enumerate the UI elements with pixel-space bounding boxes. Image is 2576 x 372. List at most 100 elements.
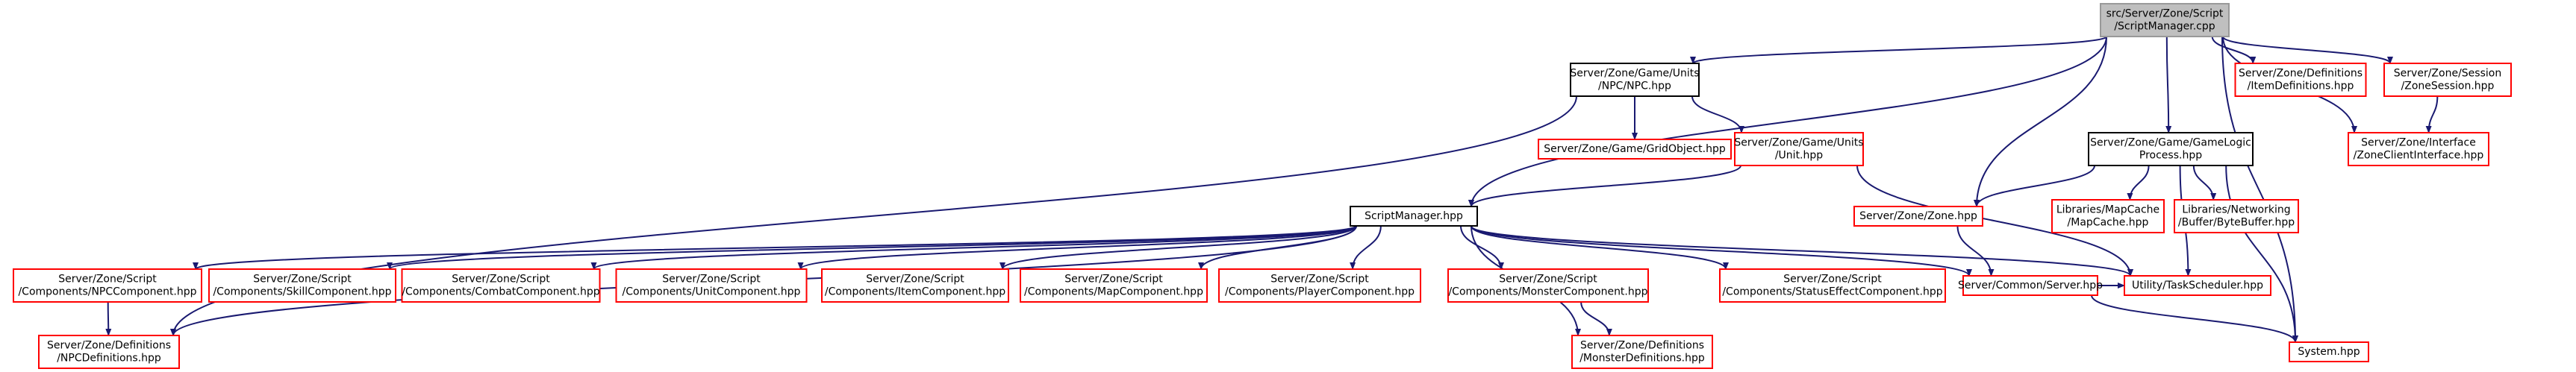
node-box-skill_component (208, 268, 396, 303)
node-box-unit_hpp (1734, 132, 1864, 166)
node-label-bytebuffer-line-2: /Buffer/ByteBuffer.hpp (2178, 217, 2295, 229)
edge-root-to-zone_hpp (1974, 36, 2107, 207)
node-label-npc_defs-line-1: Server/Zone/Definitions (47, 340, 171, 352)
node-combat_component[interactable]: Server/Zone/Script/Components/CombatComp… (401, 268, 601, 303)
node-label-item_defs-line-2: /ItemDefinitions.hpp (2248, 81, 2354, 92)
node-unit_hpp[interactable]: Server/Zone/Game/Units/Unit.hpp (1734, 132, 1864, 166)
node-label-root-line-1: src/Server/Zone/Script (2106, 8, 2224, 20)
node-label-zone_client_iface-line-1: Server/Zone/Interface (2361, 137, 2476, 149)
edge-script_manager_hpp-to-player_component (1350, 225, 1382, 270)
node-label-player_component-line-2: /Components/PlayerComponent.hpp (1225, 286, 1415, 298)
node-box-mapcache (2051, 199, 2165, 233)
node-box-monster_component (1447, 268, 1649, 303)
node-label-monster_defs-line-2: /MonsterDefinitions.hpp (1579, 353, 1705, 365)
node-box-item_defs (2234, 63, 2367, 97)
node-box-npc_component (13, 268, 202, 303)
node-monster_component[interactable]: Server/Zone/Script/Components/MonsterCom… (1447, 268, 1649, 303)
edge-gamelogic_process-to-system_hpp (2225, 165, 2298, 343)
node-box-monster_defs (1571, 335, 1713, 369)
node-label-zone_hpp-line-1: Server/Zone/Zone.hpp (1859, 210, 1977, 222)
node-box-script_manager_hpp (1350, 206, 1478, 227)
node-label-npc_component-line-1: Server/Zone/Script (58, 274, 157, 286)
edge-script_manager_hpp-to-skill_component (387, 225, 1357, 270)
node-monster_defs[interactable]: Server/Zone/Definitions/MonsterDefinitio… (1571, 335, 1713, 369)
node-box-npc_defs (38, 335, 180, 369)
node-label-zone_session-line-1: Server/Zone/Session (2394, 68, 2501, 80)
node-label-map_component-line-2: /Components/MapComponent.hpp (1024, 286, 1203, 298)
edge-script_manager_hpp-to-npc_component (193, 225, 1357, 270)
edge-npc_component-to-npc_defs (105, 301, 112, 336)
edge-script_manager_hpp-to-unit_component (797, 225, 1357, 270)
node-npc_defs[interactable]: Server/Zone/Definitions/NPCDefinitions.h… (38, 335, 180, 369)
node-label-monster_component-line-1: Server/Zone/Script (1499, 274, 1597, 286)
node-item_defs[interactable]: Server/Zone/Definitions/ItemDefinitions.… (2234, 63, 2367, 97)
node-label-player_component-line-1: Server/Zone/Script (1270, 274, 1369, 286)
node-label-script_manager_hpp-line-1: ScriptManager.hpp (1365, 210, 1463, 222)
node-box-npc_hpp (1570, 63, 1700, 97)
edge-monster_component-to-monster_defs (1580, 301, 1612, 336)
node-map_component[interactable]: Server/Zone/Script/Components/MapCompone… (1020, 268, 1208, 303)
node-script_manager_hpp[interactable]: ScriptManager.hpp (1350, 206, 1478, 227)
node-label-system_hpp-line-1: System.hpp (2298, 346, 2360, 358)
node-system_hpp[interactable]: System.hpp (2289, 341, 2369, 362)
node-label-skill_component-line-1: Server/Zone/Script (253, 274, 352, 286)
node-label-zone_client_iface-line-2: /ZoneClientInterface.hpp (2354, 150, 2484, 162)
node-box-map_component (1020, 268, 1208, 303)
node-label-item_component-line-2: /Components/ItemComponent.hpp (825, 286, 1005, 298)
node-common_server[interactable]: Server/Common/Server.hpp (1958, 275, 2103, 296)
edge-script_manager_hpp-to-monster_component (1460, 225, 1504, 270)
edge-common_server-to-system_hpp (2091, 294, 2298, 343)
node-box-system_hpp (2289, 341, 2369, 362)
edge-root-to-npc_hpp (1690, 36, 2107, 64)
node-mapcache[interactable]: Libraries/MapCache/MapCache.hpp (2051, 199, 2165, 233)
node-label-item_component-line-1: Server/Zone/Script (866, 274, 964, 286)
node-label-mapcache-line-2: /MapCache.hpp (2068, 217, 2149, 229)
node-label-status_effect_component-line-2: /Components/StatusEffectComponent.hpp (1722, 286, 1942, 298)
node-box-root (2100, 3, 2230, 37)
edge-zone_session-to-zone_client_iface (2425, 95, 2439, 133)
node-bytebuffer[interactable]: Libraries/Networking/Buffer/ByteBuffer.h… (2174, 199, 2299, 233)
edge-root-to-item_defs (2211, 36, 2257, 64)
node-npc_component[interactable]: Server/Zone/Script/Components/NPCCompone… (13, 268, 202, 303)
edge-script_manager_hpp-to-task_scheduler (1471, 225, 2133, 277)
node-label-npc_defs-line-2: /NPCDefinitions.hpp (57, 353, 161, 365)
node-box-zone_client_iface (2348, 132, 2489, 166)
node-zone_session[interactable]: Server/Zone/Session/ZoneSession.hpp (2383, 63, 2512, 97)
node-label-npc_hpp-line-1: Server/Zone/Game/Units (1570, 68, 1699, 80)
node-zone_hpp[interactable]: Server/Zone/Zone.hpp (1853, 206, 1983, 227)
edge-gamelogic_process-to-bytebuffer (2192, 165, 2217, 201)
node-label-map_component-line-1: Server/Zone/Script (1064, 274, 1163, 286)
node-label-mapcache-line-1: Libraries/MapCache (2056, 204, 2159, 216)
edge-root-to-gamelogic_process (2165, 36, 2172, 133)
node-grid_object[interactable]: Server/Zone/Game/GridObject.hpp (1538, 139, 1732, 160)
edge-unit_hpp-to-task_scheduler (1856, 165, 2133, 277)
node-box-gamelogic_process (2088, 132, 2254, 166)
node-label-unit_component-line-2: /Components/UnitComponent.hpp (623, 286, 801, 298)
edge-script_manager_hpp-to-common_server (1471, 225, 1972, 277)
node-label-item_defs-line-1: Server/Zone/Definitions (2239, 68, 2363, 80)
node-skill_component[interactable]: Server/Zone/Script/Components/SkillCompo… (208, 268, 396, 303)
node-label-zone_session-line-2: /ZoneSession.hpp (2401, 81, 2495, 92)
node-npc_hpp[interactable]: Server/Zone/Game/Units/NPC/NPC.hpp (1570, 63, 1700, 97)
node-zone_client_iface[interactable]: Server/Zone/Interface/ZoneClientInterfac… (2348, 132, 2489, 166)
node-label-skill_component-line-2: /Components/SkillComponent.hpp (213, 286, 391, 298)
node-box-combat_component (401, 268, 601, 303)
edge-root-to-script_manager_hpp (1468, 36, 2107, 207)
node-unit_component[interactable]: Server/Zone/Script/Components/UnitCompon… (615, 268, 808, 303)
node-task_scheduler[interactable]: Utility/TaskScheduler.hpp (2124, 275, 2271, 296)
node-item_component[interactable]: Server/Zone/Script/Components/ItemCompon… (821, 268, 1009, 303)
node-root[interactable]: src/Server/Zone/Script/ScriptManager.cpp (2100, 3, 2230, 37)
node-label-npc_component-line-2: /Components/NPCComponent.hpp (18, 286, 196, 298)
node-box-status_effect_component (1719, 268, 1946, 303)
edge-root-to-system_hpp (2221, 36, 2298, 343)
node-label-unit_hpp-line-2: /Unit.hpp (1775, 150, 1823, 162)
node-box-player_component (1218, 268, 1421, 303)
nodes-layer: src/Server/Zone/Script/ScriptManager.cpp… (13, 3, 2512, 369)
node-label-monster_defs-line-1: Server/Zone/Definitions (1580, 340, 1704, 352)
node-player_component[interactable]: Server/Zone/Script/Components/PlayerComp… (1218, 268, 1421, 303)
edge-script_manager_hpp-to-status_effect_component (1471, 225, 1729, 270)
node-label-combat_component-line-1: Server/Zone/Script (452, 274, 550, 286)
node-label-unit_hpp-line-1: Server/Zone/Game/Units (1734, 137, 1863, 149)
node-status_effect_component[interactable]: Server/Zone/Script/Components/StatusEffe… (1719, 268, 1946, 303)
